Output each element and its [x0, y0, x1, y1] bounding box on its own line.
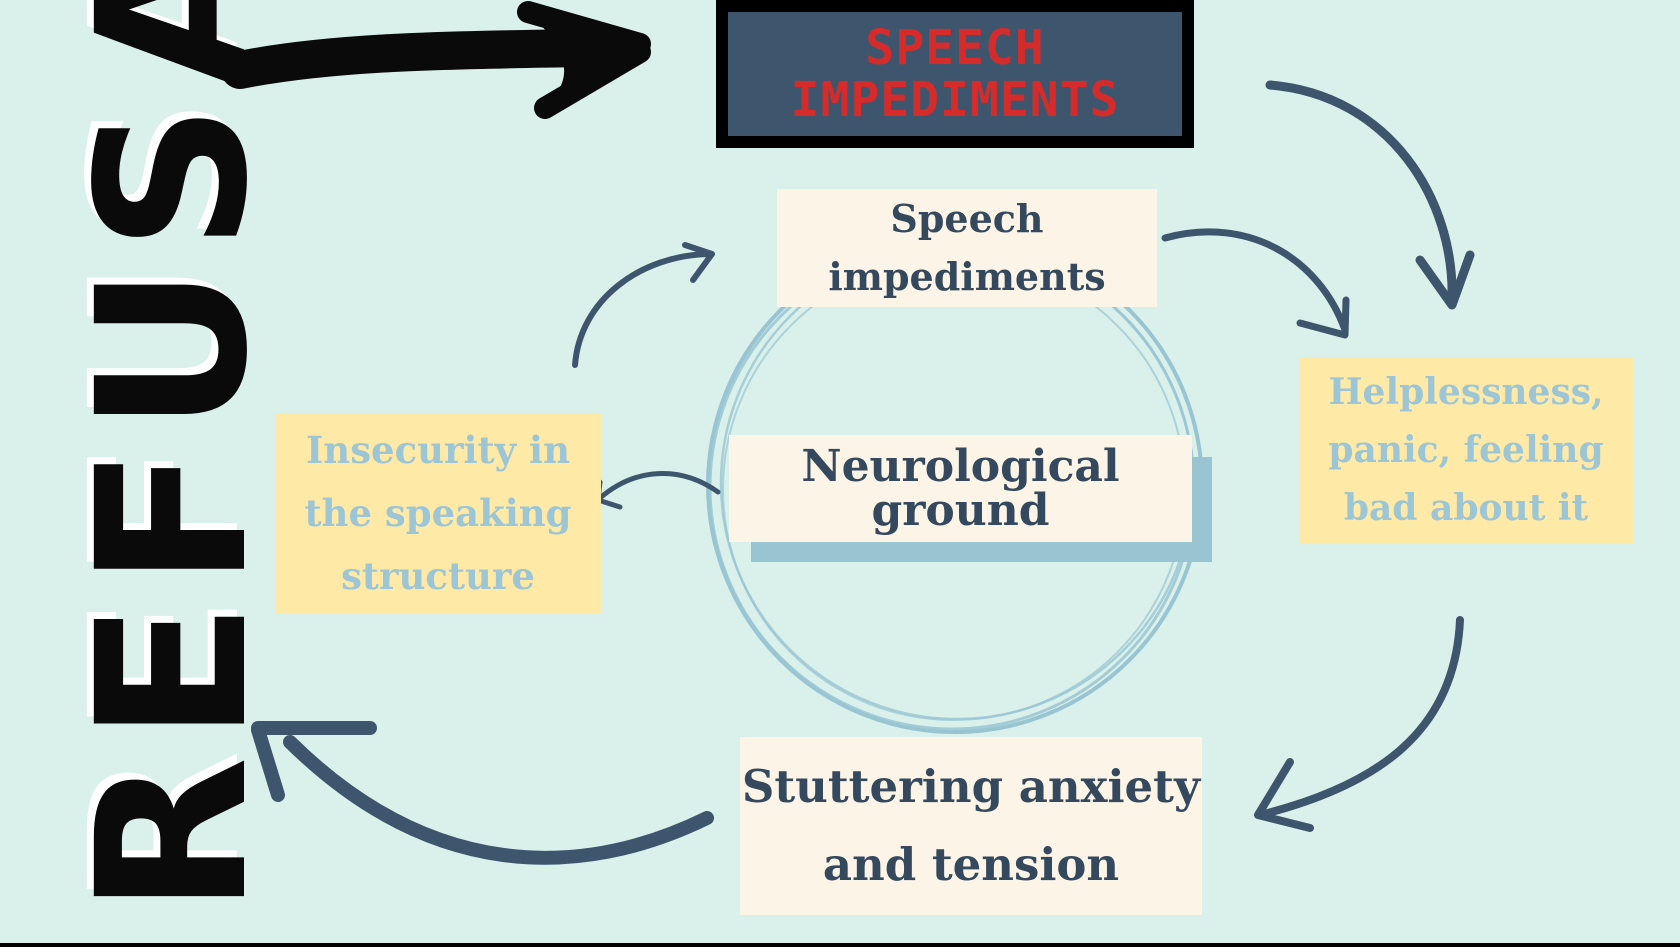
arrow-bottom-to-refusal: [251, 721, 714, 865]
arrow-top-to-right: [1161, 228, 1350, 339]
arrow-right-to-bottom: [1254, 616, 1464, 832]
node-helplessness: Helplessness, panic, feeling bad about i…: [1299, 357, 1633, 543]
node-stuttering-anxiety: Stuttering anxiety and tension: [740, 737, 1202, 915]
arrow-title-to-right: [1265, 80, 1475, 310]
arrow-left-to-top: [572, 242, 715, 368]
arrow-center-to-left: [595, 471, 721, 510]
title-banner: SPEECH IMPEDIMENTS: [716, 0, 1194, 148]
bottom-divider: [0, 943, 1680, 947]
node-neurological-ground: Neurological ground: [729, 435, 1192, 542]
node-insecurity: Insecurity in the speaking structure: [275, 413, 601, 614]
refusal-arrow: [221, 1, 651, 119]
page-title: SPEECH IMPEDIMENTS: [728, 12, 1182, 136]
node-speech-impediments: Speech impediments: [777, 189, 1157, 307]
refusal-label: REFUSAL: [53, 0, 293, 915]
